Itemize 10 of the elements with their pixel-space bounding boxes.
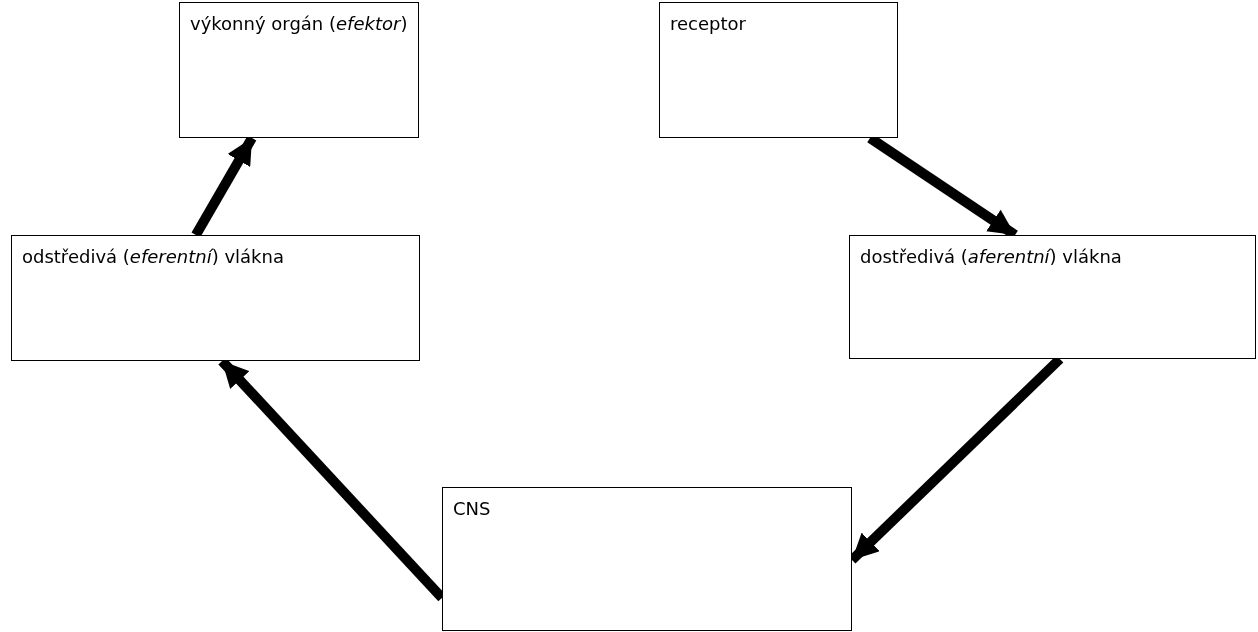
box-label: dostředivá (aferentní) vlákna xyxy=(860,245,1123,269)
process-box xyxy=(11,235,420,361)
process-box xyxy=(659,2,898,138)
process-box xyxy=(179,2,419,138)
box-label: CNS xyxy=(453,497,492,521)
process-box xyxy=(442,487,852,631)
box-label: receptor xyxy=(670,12,747,36)
box-label: odstředivá (eferentní) vlákna xyxy=(22,245,285,269)
process-box xyxy=(849,235,1256,359)
box-label: výkonný orgán (efektor) xyxy=(190,12,408,36)
